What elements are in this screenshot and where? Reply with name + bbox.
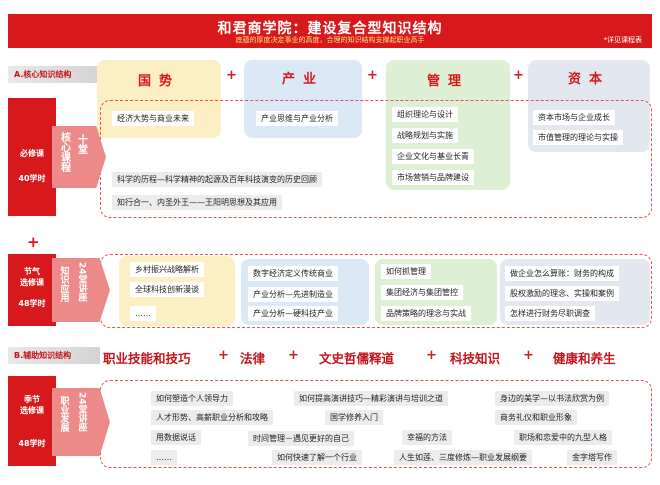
career-chevron: 职业发展 24堂讲座: [52, 388, 110, 456]
course-item: 品牌策略的理念与实战: [381, 306, 471, 321]
course-item: 经济大势与商业未来: [112, 111, 194, 126]
required-course-hours: 40学时: [18, 174, 46, 183]
course-item: 战略规划与实施: [392, 128, 458, 143]
course-item: 金字塔写作: [567, 450, 617, 465]
card-title-guanli: 管理: [426, 74, 469, 89]
course-item: 乡村振兴战略解析: [130, 262, 204, 277]
plus-icon: +: [288, 348, 299, 363]
plus-icon: +: [218, 348, 229, 363]
course-item: 市场营销与品牌建设: [392, 170, 474, 185]
chev-main: 核心课程: [58, 132, 70, 172]
plus-icon: +: [367, 68, 378, 83]
chev-main: 知识应用: [58, 266, 69, 302]
plus-icon: +: [27, 233, 40, 251]
skill-category: 文史哲儒释道: [319, 351, 395, 366]
course-item: 组织理论与设计: [392, 107, 458, 122]
skill-category: 职业技能和技巧: [103, 351, 191, 366]
section-b-label: B.辅助知识结构: [8, 347, 100, 364]
chev-count: 24堂讲座: [76, 392, 87, 432]
course-item: 产业分析—硬科技产业: [248, 306, 338, 321]
skill-category: 健康和养生: [553, 351, 616, 366]
detail-link[interactable]: *详见课程表: [603, 36, 643, 44]
course-item: 如何塑造个人领导力: [151, 391, 233, 406]
plus-icon: +: [426, 348, 437, 363]
card-title-guoshi: 国势: [137, 74, 180, 89]
course-item: 产业思维与产业分析: [256, 111, 338, 126]
course-item: 幸福的方法: [402, 430, 452, 445]
course-item: 身边的美学—以书法欣赏为例: [495, 391, 609, 406]
section-a-label: A.核心知识结构: [8, 66, 100, 83]
plus-icon: +: [226, 68, 237, 83]
page-subtitle: 底蕴的厚度决定事业的高度，合理的知识结构支撑起职业高手: [235, 36, 425, 44]
chev-main: 职业发展: [58, 396, 69, 432]
course-item: 知行合一、内圣外王——王阳明思想及其应用: [112, 195, 282, 210]
course-item: 怎样进行财务尽职调查: [505, 306, 595, 321]
season-label: 季节 选修课: [20, 395, 44, 415]
course-item: 数字经济定义传统商业: [248, 266, 338, 281]
course-item: ……: [151, 450, 177, 465]
required-course-label: 必修课: [20, 149, 44, 158]
seasonal-hours: 48学时: [18, 299, 46, 308]
course-item: 市值管理的理论与实操: [533, 130, 623, 145]
card-title-chanye: 产业: [281, 72, 324, 87]
course-item: 如何快速了解一个行业: [272, 450, 362, 465]
course-item: 商务礼仪和职业形象: [495, 410, 577, 425]
chev-count: 24堂讲座: [76, 262, 87, 302]
plus-icon: +: [513, 68, 524, 83]
course-item: 人生如莲、三度修炼—职业发展纲要: [394, 450, 532, 465]
course-item: 职场和恋爱中的九型人格: [514, 430, 612, 445]
course-item: 全球科技创新漫谈: [130, 282, 204, 297]
skill-category: 法律: [240, 351, 266, 366]
course-item: 人才形势、高薪职业分析和攻略: [151, 410, 273, 425]
course-item: 如何提高演讲技巧—精彩演讲与培训之道: [294, 391, 448, 406]
course-item: 时间管理－遇见更好的自己: [248, 431, 354, 446]
course-item: 用数据说话: [151, 430, 201, 445]
card-title-ziben: 资本: [567, 72, 610, 87]
course-item: 国学修养入门: [325, 410, 383, 425]
course-item: 股权激励的理念、实操和案例: [505, 286, 619, 301]
seasonal-elective-bar: 节气 选修课 48学时: [8, 254, 56, 326]
season-elective-bar: 季节 选修课 48学时: [8, 376, 56, 466]
seasonal-chevron: 知识应用 24堂讲座: [52, 258, 110, 322]
skill-category: 科技知识: [450, 351, 501, 366]
season-hours: 48学时: [18, 439, 46, 448]
required-course-bar: 必修课 40学时: [8, 98, 56, 216]
course-item: 集团经济与集团管控: [381, 285, 463, 300]
course-item: 科学的历程—科学精神的起源及百年科技演变的历史回顾: [112, 172, 322, 187]
course-item: 产业分析—先进制造业: [248, 287, 338, 302]
course-item: 做企业怎么算账：财务的构成: [505, 266, 619, 281]
page-title: 和君商学院：建设复合型知识结构: [217, 21, 443, 37]
course-item: 企业文化与基业长青: [392, 149, 474, 164]
header-banner: 和君商学院：建设复合型知识结构 底蕴的厚度决定事业的高度，合理的知识结构支撑起职…: [8, 14, 652, 48]
plus-icon: +: [523, 348, 534, 363]
course-item: ……: [130, 306, 156, 321]
card-guanli: 管理: [386, 60, 510, 190]
seasonal-label: 节气 选修课: [20, 267, 44, 287]
course-item: 如何抓管理: [381, 264, 431, 279]
chev-count: 十堂: [75, 134, 87, 154]
course-item: 资本市场与企业成长: [533, 110, 615, 125]
core-course-chevron: 核心课程 十堂: [52, 126, 106, 188]
